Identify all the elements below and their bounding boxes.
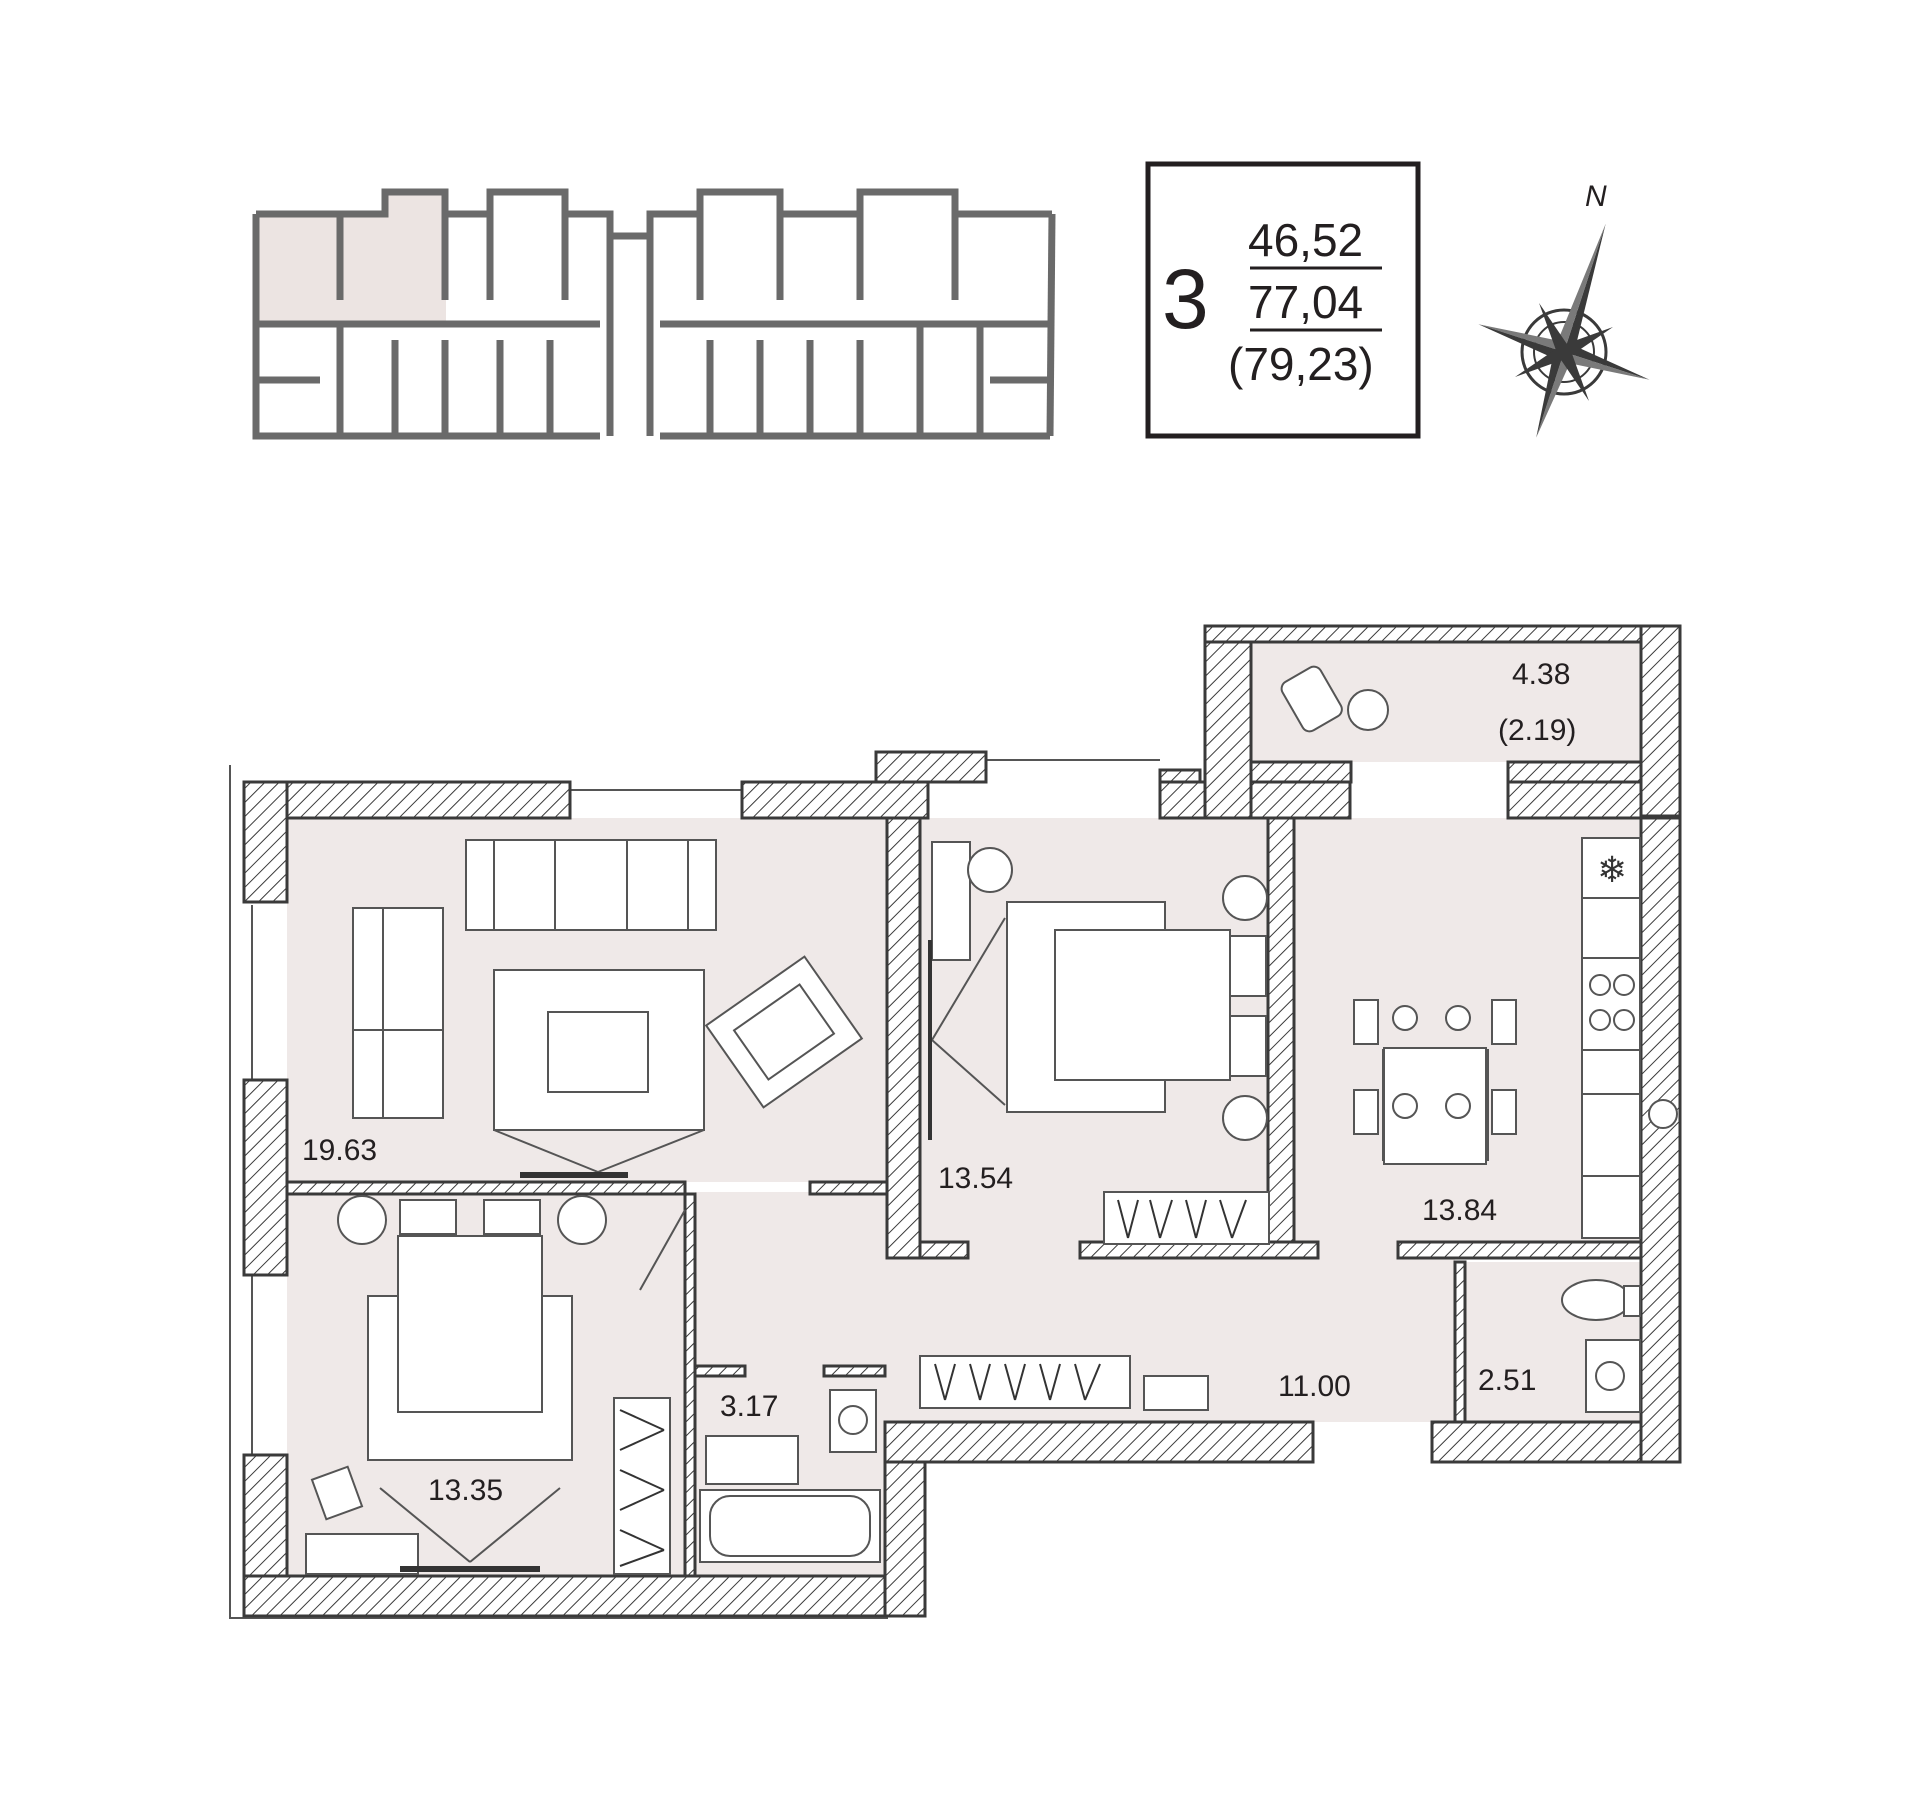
apartment-summary-box: 3 46,52 77,04 (79,23) bbox=[1145, 161, 1421, 439]
key-plan bbox=[252, 188, 1056, 440]
bathroom-furniture bbox=[699, 1389, 881, 1563]
room-area-balcony-reduced: (2.19) bbox=[1498, 714, 1576, 747]
compass-rose-icon bbox=[1478, 223, 1650, 438]
total-area-with-balcony: (79,23) bbox=[1228, 338, 1374, 390]
apartment-floor-plan: ❄ bbox=[229, 624, 1682, 1619]
rooms-count: 3 bbox=[1162, 252, 1209, 346]
room-area-kitchen: 13.84 bbox=[1422, 1194, 1497, 1227]
compass: N bbox=[1478, 180, 1650, 438]
svg-text:❄: ❄ bbox=[1597, 850, 1627, 891]
room-area-wc: 2.51 bbox=[1478, 1364, 1536, 1397]
room-area-living-room: 19.63 bbox=[302, 1134, 377, 1167]
bedroom-1-furniture bbox=[928, 841, 1270, 1245]
room-area-balcony: 4.38 bbox=[1512, 658, 1570, 691]
room-area-hallway: 11.00 bbox=[1278, 1370, 1351, 1403]
bedroom-2-furniture bbox=[305, 1195, 686, 1575]
balcony-furniture bbox=[1280, 665, 1389, 733]
key-plan-highlight bbox=[256, 214, 446, 324]
room-area-bedroom-1: 13.54 bbox=[938, 1162, 1013, 1195]
hallway-furniture bbox=[919, 1355, 1209, 1411]
living-area: 46,52 bbox=[1248, 214, 1363, 266]
room-area-bedroom-2: 13.35 bbox=[428, 1474, 503, 1507]
room-area-bathroom: 3.17 bbox=[720, 1390, 778, 1423]
north-label: N bbox=[1585, 180, 1607, 213]
wc-furniture bbox=[1561, 1279, 1641, 1413]
total-area: 77,04 bbox=[1248, 276, 1363, 328]
living-room-furniture bbox=[352, 839, 864, 1178]
kitchen-furniture: ❄ bbox=[1353, 837, 1678, 1239]
